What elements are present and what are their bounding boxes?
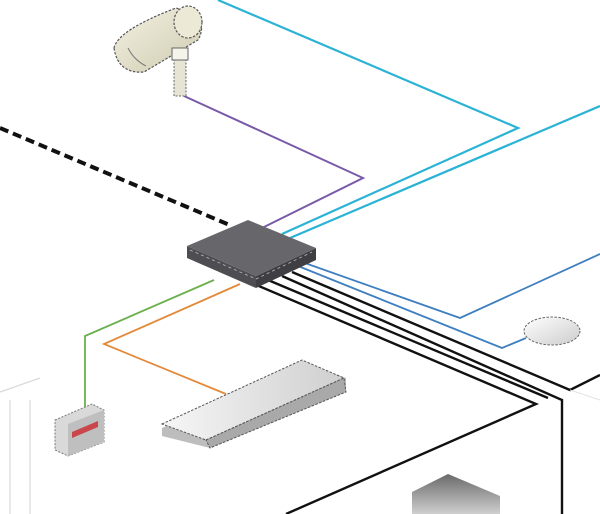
patch-panel-icon[interactable] (160, 359, 347, 449)
green-cable (84, 279, 215, 412)
security-camera-icon[interactable] (113, 5, 203, 97)
wall-device-icon[interactable] (54, 403, 105, 457)
orange-cable (101, 283, 241, 395)
building-outline-left (0, 377, 41, 514)
blue-cable-2 (297, 265, 527, 349)
dome-sensor-icon[interactable] (523, 316, 581, 346)
network-switch-icon[interactable] (187, 220, 316, 288)
cyan-cable-2 (289, 104, 600, 240)
blue-cable-1 (301, 253, 600, 319)
building-room (412, 389, 600, 514)
uplink-dashed-cable (0, 126, 233, 228)
cyan-cable-1 (217, 0, 521, 236)
camera-cable (183, 95, 366, 229)
